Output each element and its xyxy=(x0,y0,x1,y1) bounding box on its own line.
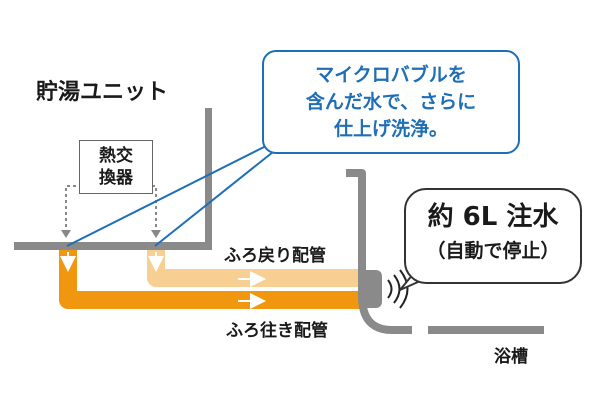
callout-pointer-left xyxy=(66,143,271,247)
hx-dotted-right xyxy=(152,185,157,232)
water-wave-3 xyxy=(399,269,409,309)
bathtub-floor xyxy=(428,326,544,334)
storage-unit-bottom-wall xyxy=(14,242,212,250)
callout-pointer-right xyxy=(154,147,279,247)
water-wave-2 xyxy=(393,274,401,304)
callout-line-3: 仕上げ洗浄。 xyxy=(333,118,448,140)
return-pipe-label: ふろ戻り配管 xyxy=(224,246,326,266)
heat-exchanger-line-2: 換器 xyxy=(99,168,133,188)
auto-stop-text: （自動で停止） xyxy=(426,240,560,262)
storage-unit-title: 貯湯ユニット xyxy=(36,80,169,105)
heat-exchanger-line-1: 熱交 xyxy=(99,146,133,166)
storage-unit-right-wall xyxy=(205,108,212,250)
bath-adapter xyxy=(360,270,382,308)
callout-line-1: マイクロバブルを xyxy=(315,64,467,86)
callout-line-2: 含んだ水で、さらに xyxy=(305,91,477,113)
bathtub-label: 浴槽 xyxy=(494,347,528,367)
hx-arrow-right-icon xyxy=(151,230,161,238)
heat-exchanger-box: 熱交 換器 xyxy=(79,140,153,194)
hx-arrow-left-icon xyxy=(61,230,71,238)
water-wave-1 xyxy=(387,279,393,299)
auto-stop-bubble: 約 6L 注水 （自動で停止） xyxy=(404,188,582,284)
water-volume-text: 約 6L 注水 xyxy=(427,202,559,232)
microbubble-callout: マイクロバブルを 含んだ水で、さらに 仕上げ洗浄。 xyxy=(262,50,520,154)
outgoing-pipe-label: ふろ往き配管 xyxy=(226,321,328,341)
